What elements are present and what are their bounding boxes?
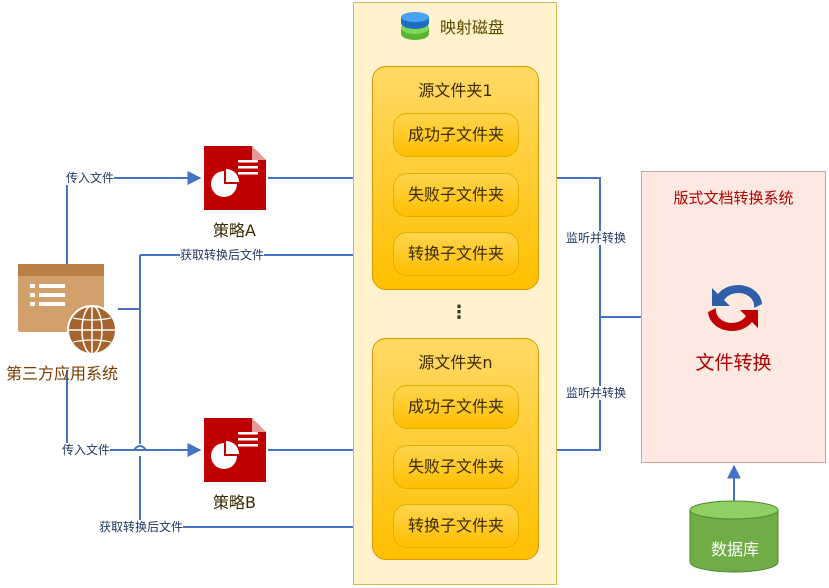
disk-title: 映射磁盘 — [440, 18, 505, 37]
edge-label-pass-file-b: 传入文件 — [62, 443, 111, 457]
strategy-b-label: 策略B — [213, 493, 256, 512]
database-label: 数据库 — [710, 540, 759, 559]
ellipsis: ⋮ — [450, 302, 468, 323]
edge-bus-hop — [133, 445, 147, 451]
folder-title: 源文件夹n — [418, 353, 493, 372]
refresh-arrows-icon — [708, 285, 762, 331]
folder-title: 源文件夹1 — [418, 81, 493, 100]
app-label: 第三方应用系统 — [6, 364, 119, 383]
pdf-document-icon — [204, 146, 266, 210]
convert-subfolder: 转换子文件夹 — [393, 504, 519, 548]
edge-label-get-converted-b: 获取转换后文件 — [99, 520, 184, 534]
database-icon — [689, 500, 779, 573]
edge-label-pass-file-a: 传入文件 — [66, 171, 115, 185]
edge-monitor-n — [538, 317, 601, 457]
success-subfolder: 成功子文件夹 — [393, 113, 519, 157]
converter-label: 文件转换 — [695, 352, 772, 374]
strategy-a-label: 策略A — [213, 221, 256, 240]
failure-subfolder: 失败子文件夹 — [393, 173, 519, 217]
disk-icon — [401, 12, 429, 40]
edge-label-monitor-1: 监听并转换 — [566, 231, 627, 245]
success-subfolder: 成功子文件夹 — [393, 385, 519, 429]
pdf-document-icon — [204, 418, 266, 482]
converter-panel — [641, 171, 826, 463]
edge-label-get-converted-a: 获取转换后文件 — [180, 248, 265, 262]
edge-monitor-1 — [538, 171, 601, 317]
failure-subfolder: 失败子文件夹 — [393, 445, 519, 489]
web-application-icon — [18, 264, 117, 355]
edge-label-monitor-n: 监听并转换 — [566, 386, 627, 400]
converter-title: 版式文档转换系统 — [673, 189, 794, 207]
convert-subfolder: 转换子文件夹 — [393, 232, 519, 276]
